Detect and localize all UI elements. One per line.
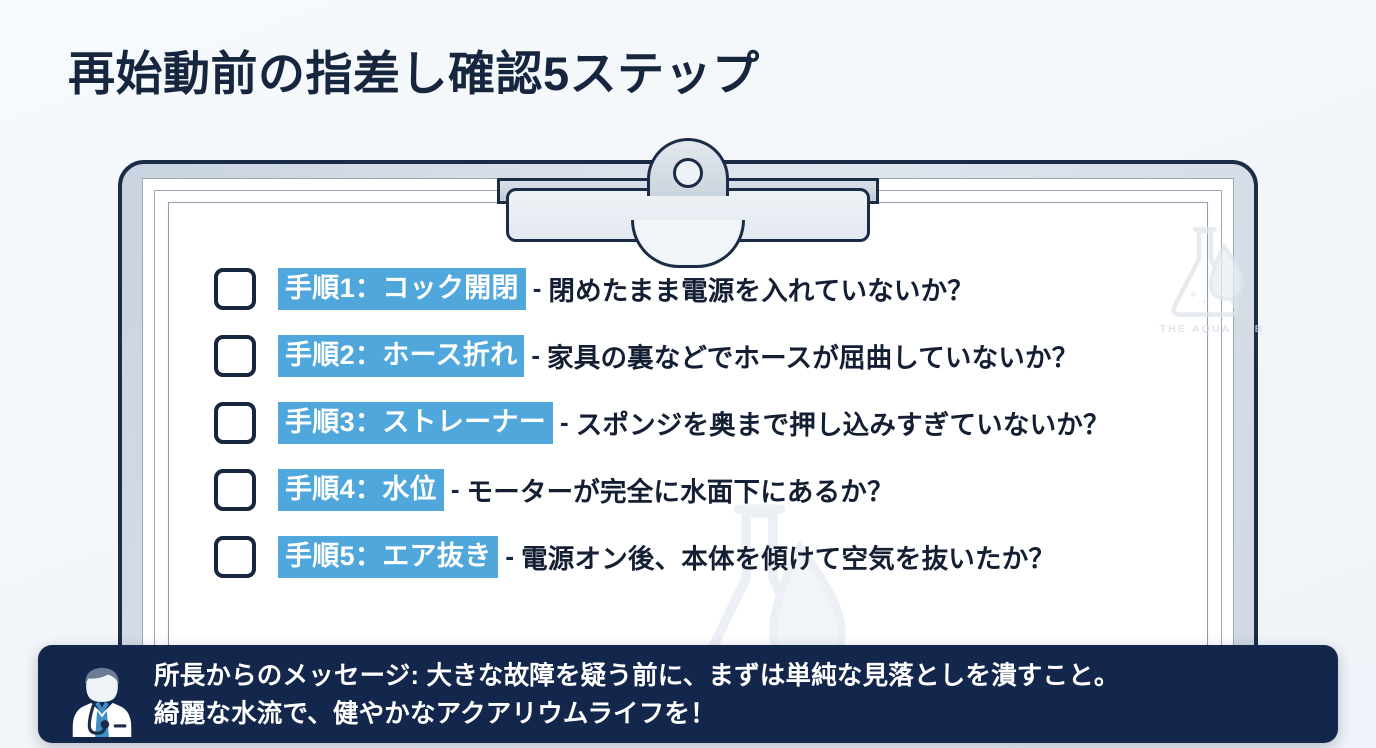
checklist-row-1[interactable]: 手順1：コック開閉 - 閉めたまま電源を入れていないか？: [214, 255, 1174, 322]
step-badge-5: 手順5：エア抜き: [278, 535, 499, 578]
step-desc-5: 電源オン後、本体を傾けて空気を抜いたか？: [521, 544, 1056, 574]
step-desc-2: 家具の裏などでホースが屈曲していないか？: [547, 343, 1079, 373]
checkbox-3[interactable]: [214, 401, 256, 444]
checkbox-2[interactable]: [214, 334, 256, 377]
step-badge-4: 手順4：水位: [278, 468, 444, 511]
checklist-row-4[interactable]: 手順4：水位 - モーターが完全に水面下にあるか？: [214, 456, 1174, 523]
checkbox-4[interactable]: [214, 468, 256, 511]
clipboard: THE AQUA LAB 手順1：コック開閉 - 閉めたまま電源を入れていないか…: [118, 138, 1262, 717]
checklist-row-3[interactable]: 手順3：ストレーナー - スポンジを奥まで押し込みすぎていないか？: [214, 389, 1174, 456]
step-badge-2: 手順2：ホース折れ: [278, 334, 525, 377]
checkbox-5[interactable]: [214, 535, 256, 578]
checklist: 手順1：コック開閉 - 閉めたまま電源を入れていないか？ 手順2：ホース折れ -…: [214, 255, 1174, 590]
step-badge-1: 手順1：コック開閉: [278, 267, 526, 310]
step-badge-3: 手順3：ストレーナー: [278, 401, 554, 444]
message-banner: 所長からのメッセージ: 大きな故障を疑う前に、まずは単純な見落としを潰すこと。 …: [38, 645, 1338, 743]
page-title: 再始動前の指差し確認5ステップ: [68, 47, 760, 100]
step-desc-1: 閉めたまま電源を入れていないか？: [548, 276, 975, 306]
banner-message: 所長からのメッセージ: 大きな故障を疑う前に、まずは単純な見落としを潰すこと。 …: [154, 657, 1338, 733]
checkbox-1[interactable]: [214, 267, 256, 310]
banner-message-line2: 綺麗な水流で、健やかなアクアリウムライフを！: [154, 700, 716, 728]
separator-1: -: [532, 273, 542, 303]
step-desc-3: スポンジを奥まで押し込みすぎていないか？: [575, 410, 1110, 440]
separator-4: -: [450, 474, 460, 504]
separator-5: -: [505, 541, 515, 571]
doctor-avatar-icon: [64, 659, 140, 739]
step-desc-4: モーターが完全に水面下にあるか？: [466, 477, 894, 507]
banner-message-line1: 所長からのメッセージ: 大きな故障を疑う前に、まずは単純な見落としを潰すこと。: [154, 662, 1120, 690]
checklist-row-2[interactable]: 手順2：ホース折れ - 家具の裏などでホースが屈曲していないか？: [214, 322, 1174, 389]
separator-2: -: [531, 340, 541, 370]
checklist-row-5[interactable]: 手順5：エア抜き - 電源オン後、本体を傾けて空気を抜いたか？: [214, 523, 1174, 590]
separator-3: -: [560, 407, 569, 437]
